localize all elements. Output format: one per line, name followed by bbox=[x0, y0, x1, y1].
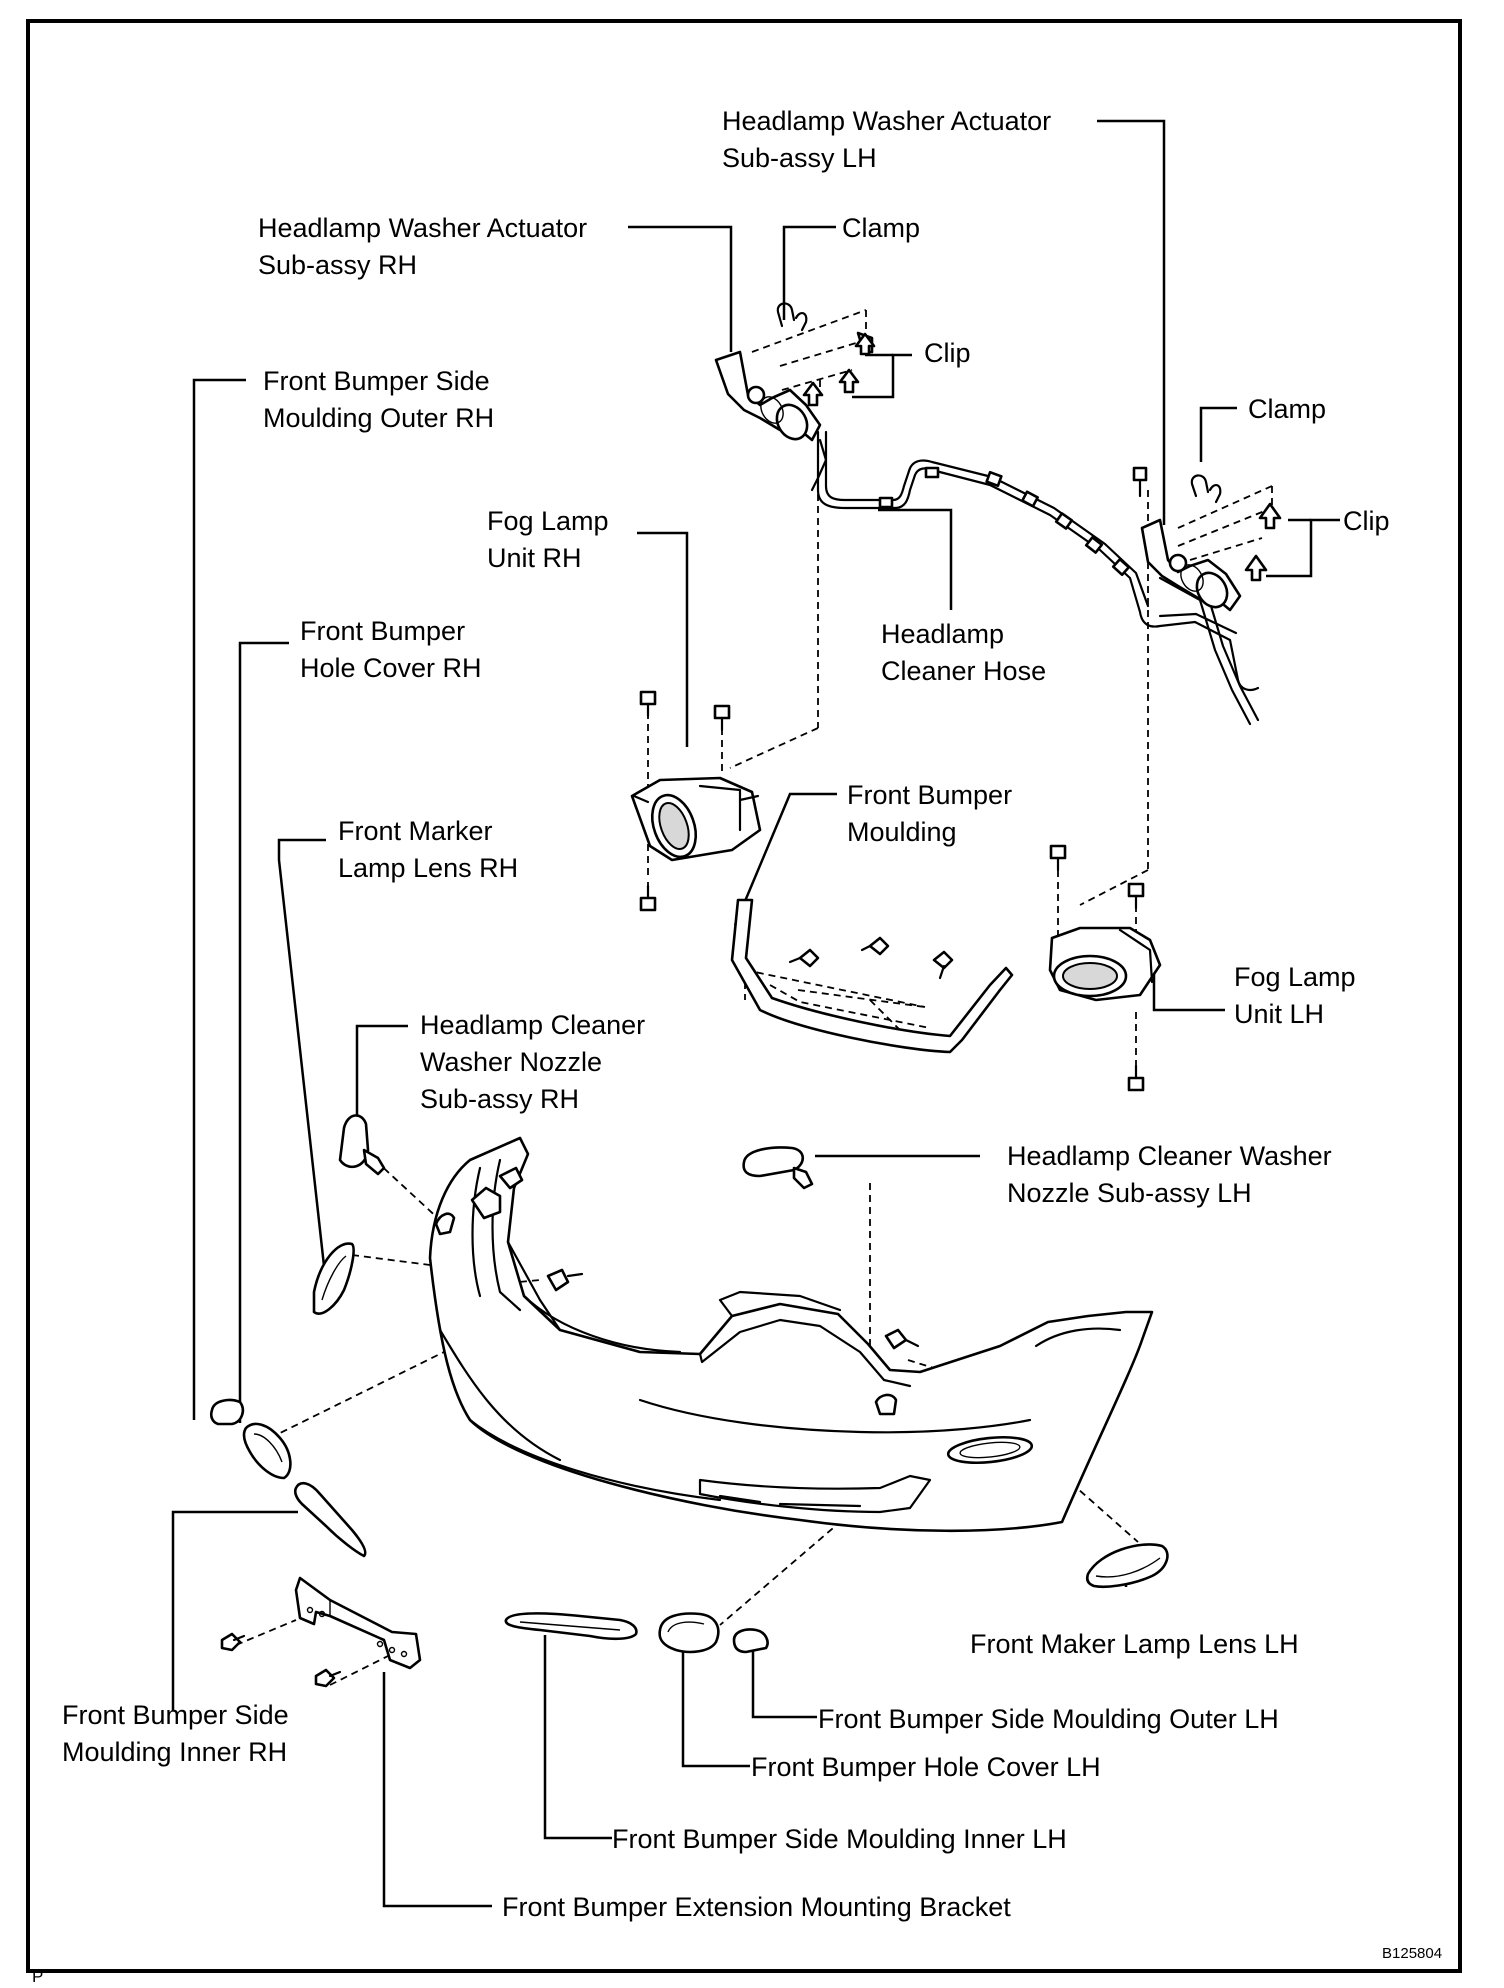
front-maker-lamp-lens-lh bbox=[1085, 1543, 1169, 1588]
leader-lines bbox=[171, 119, 1340, 1908]
label-nozzle-rh: Headlamp Cleaner Washer Nozzle Sub-assy … bbox=[420, 1010, 653, 1114]
labels: Headlamp Washer Actuator Sub-assy LH Hea… bbox=[62, 106, 1390, 1922]
label-side-moulding-outer-lh: Front Bumper Side Moulding Outer LH bbox=[818, 1704, 1279, 1734]
front-bumper-moulding bbox=[730, 898, 1014, 1054]
bolts-fog-lh bbox=[1049, 844, 1145, 1092]
fog-lamp-unit-rh bbox=[630, 776, 762, 862]
moulding-screws bbox=[788, 936, 954, 980]
hole-cover-lh bbox=[658, 1612, 720, 1654]
label-hole-cover-lh: Front Bumper Hole Cover LH bbox=[751, 1752, 1101, 1782]
headlamp-cleaner-hose bbox=[816, 430, 1260, 726]
figure-code: B125804 bbox=[1382, 1945, 1442, 1962]
label-hole-cover-rh: Front Bumper Hole Cover RH bbox=[300, 616, 482, 683]
label-bumper-moulding: Front Bumper Moulding bbox=[847, 780, 1020, 847]
label-nozzle-lh: Headlamp Cleaner Washer Nozzle Sub-assy … bbox=[1007, 1141, 1339, 1208]
label-clamp-rh: Clamp bbox=[842, 213, 920, 243]
clamp-lh bbox=[1190, 474, 1222, 504]
front-marker-lamp-lens-rh bbox=[312, 1242, 355, 1315]
fog-lamp-unit-lh bbox=[1048, 926, 1162, 1002]
hole-cover-rh bbox=[242, 1422, 292, 1480]
label-side-moulding-inner-rh: Front Bumper Side Moulding Inner RH bbox=[62, 1700, 296, 1767]
bolts-fog-rh bbox=[639, 690, 731, 912]
side-moulding-outer-rh bbox=[209, 1398, 245, 1426]
clips-rh bbox=[802, 331, 876, 407]
label-washer-actuator-rh: Headlamp Washer Actuator Sub-assy RH bbox=[258, 213, 595, 280]
washer-nozzle-rh bbox=[338, 1114, 386, 1176]
headlamp-washer-actuator-rh bbox=[714, 350, 828, 492]
label-cleaner-hose: Headlamp Cleaner Hose bbox=[881, 619, 1046, 686]
label-clip-rh: Clip bbox=[924, 338, 971, 368]
bracket-screws bbox=[220, 1632, 342, 1688]
side-moulding-inner-lh bbox=[504, 1612, 638, 1641]
diagram-frame bbox=[26, 19, 1462, 1973]
label-extension-bracket: Front Bumper Extension Mounting Bracket bbox=[502, 1892, 1011, 1922]
label-fog-lamp-rh: Fog Lamp Unit RH bbox=[487, 506, 616, 573]
label-side-moulding-inner-lh: Front Bumper Side Moulding Inner LH bbox=[612, 1824, 1067, 1854]
front-bumper-cover bbox=[428, 1136, 1154, 1533]
label-fog-lamp-lh: Fog Lamp Unit LH bbox=[1234, 962, 1363, 1029]
label-clamp-lh: Clamp bbox=[1248, 394, 1326, 424]
side-moulding-inner-rh bbox=[293, 1481, 367, 1558]
washer-nozzle-lh bbox=[742, 1146, 814, 1190]
label-marker-lens-rh: Front Marker Lamp Lens RH bbox=[338, 816, 518, 883]
bolt-lh-actuator bbox=[1132, 466, 1148, 498]
label-clip-lh: Clip bbox=[1343, 506, 1390, 536]
corner-mark-left: P bbox=[32, 1967, 43, 1986]
side-moulding-outer-lh bbox=[732, 1628, 769, 1654]
label-side-moulding-outer-rh: Front Bumper Side Moulding Outer RH bbox=[263, 366, 497, 433]
label-maker-lens-lh: Front Maker Lamp Lens LH bbox=[970, 1629, 1299, 1659]
clamp-rh bbox=[776, 302, 808, 332]
label-washer-actuator-lh: Headlamp Washer Actuator Sub-assy LH bbox=[722, 106, 1059, 173]
extension-mounting-bracket bbox=[294, 1576, 422, 1670]
clips-lh bbox=[1244, 502, 1282, 582]
headlamp-washer-actuator-lh bbox=[1140, 518, 1242, 612]
